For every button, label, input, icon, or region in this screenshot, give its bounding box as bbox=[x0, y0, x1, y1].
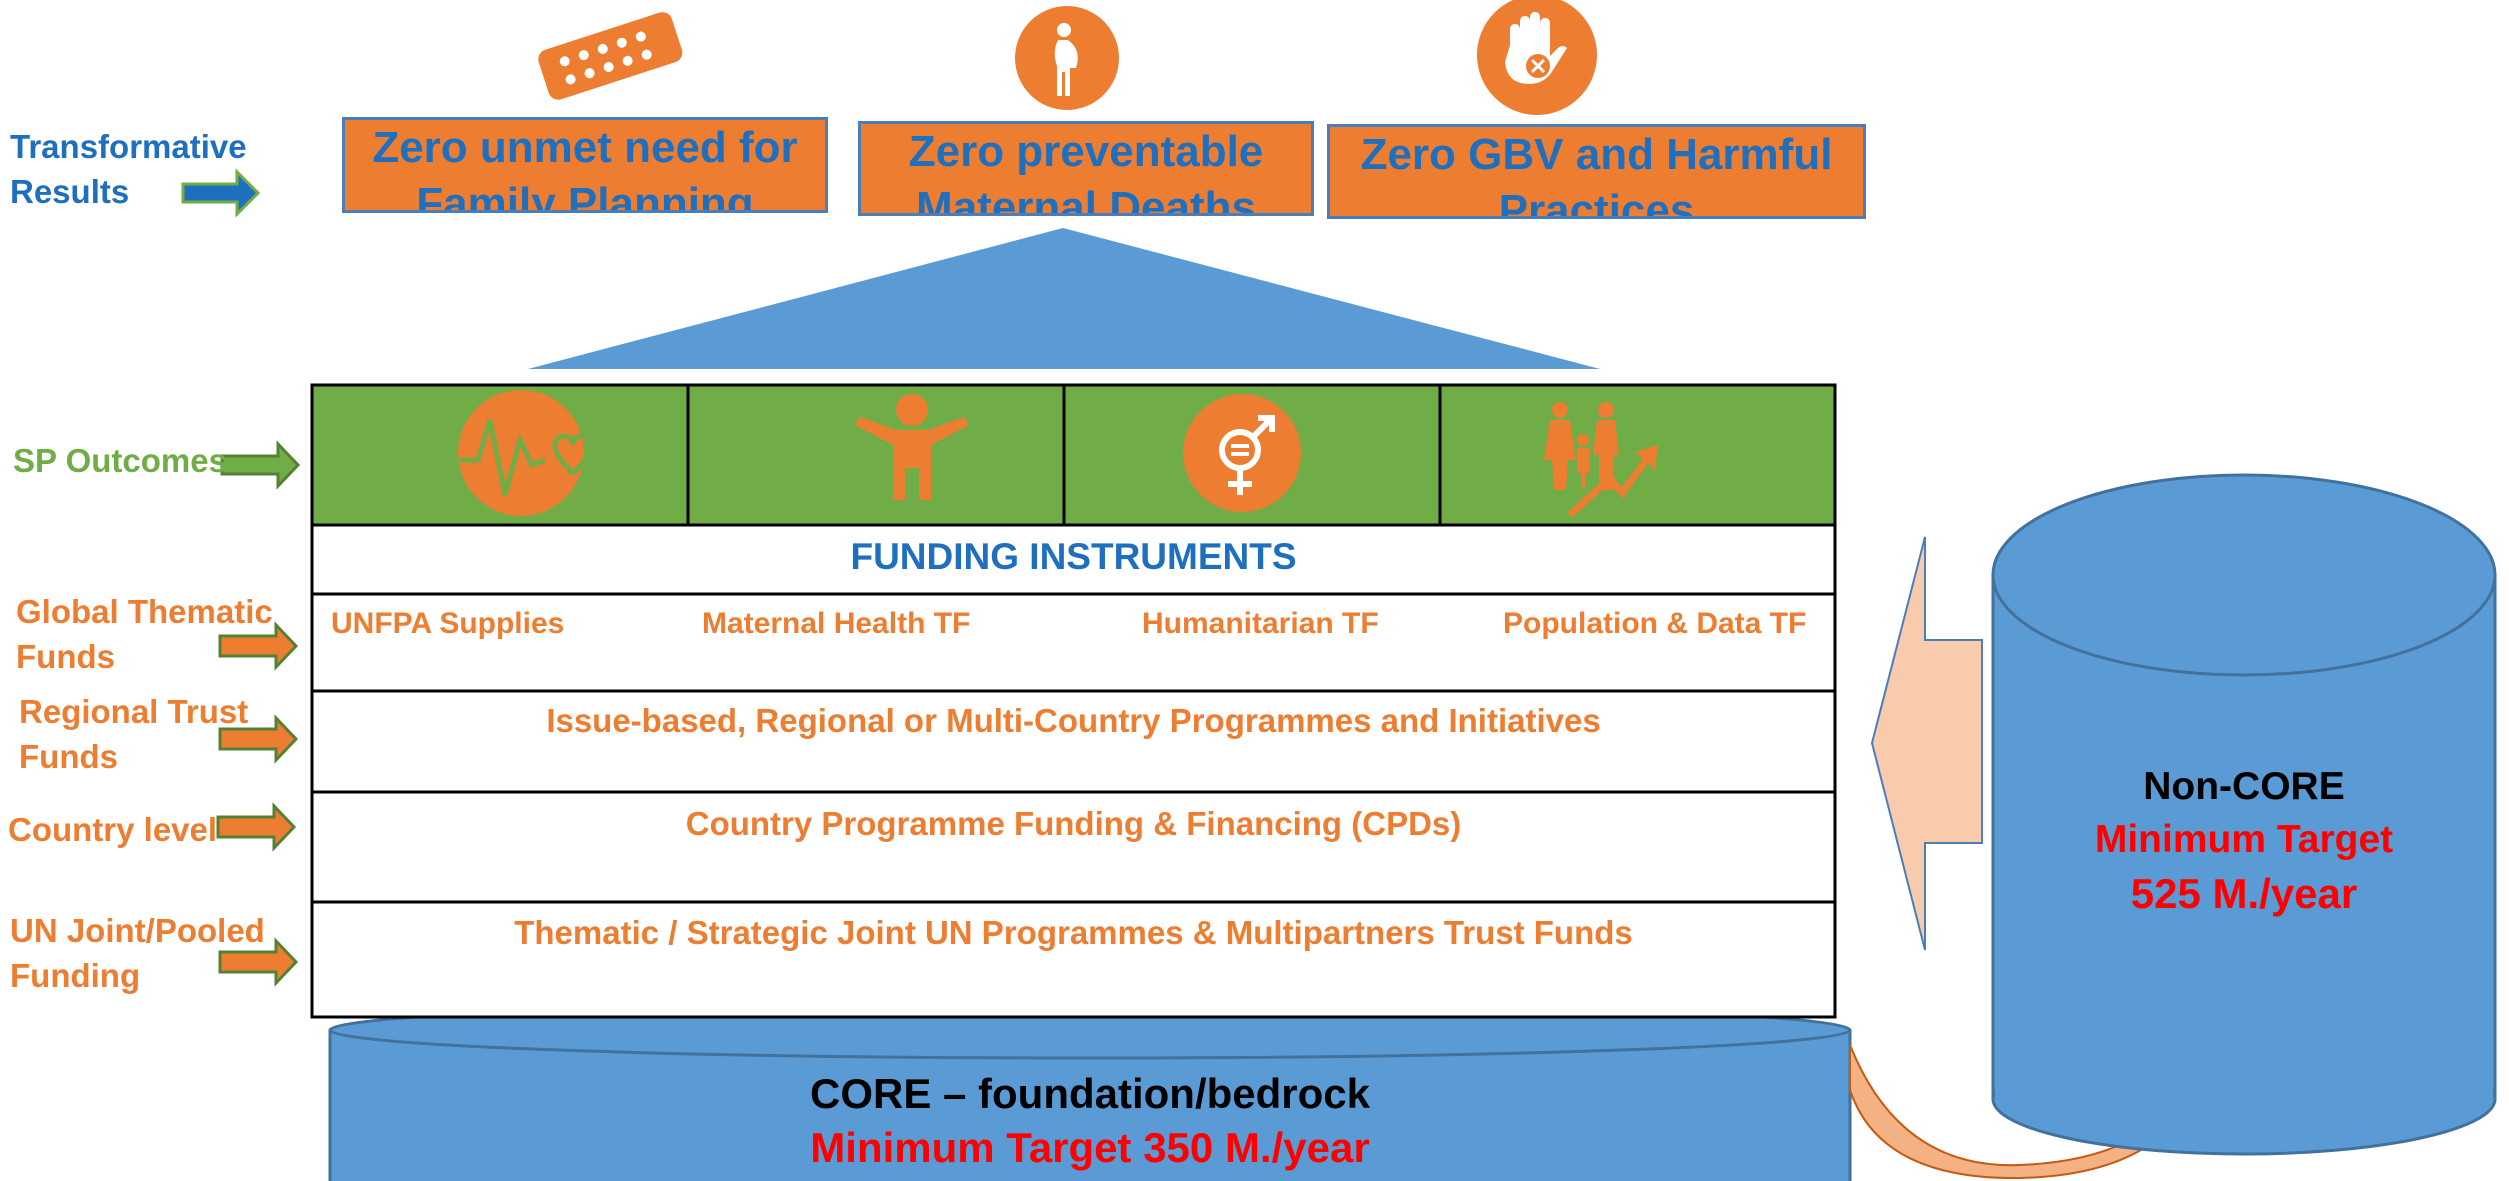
core-target: Minimum Target 350 M./year bbox=[810, 1124, 1370, 1171]
un-joint-row-text: Thematic / Strategic Joint UN Programmes… bbox=[514, 914, 1633, 951]
youth-person-icon bbox=[855, 394, 969, 500]
transformative-results-arrow bbox=[181, 168, 261, 218]
transformative-results-label: Transformative Results bbox=[10, 128, 247, 210]
stop-hand-icon bbox=[1477, 0, 1597, 115]
sp-outcomes-arrow bbox=[220, 440, 301, 490]
fund-unfpa-supplies: UNFPA Supplies bbox=[331, 607, 565, 640]
heartbeat-icon bbox=[458, 390, 594, 516]
country-level-label: Country level bbox=[8, 811, 218, 848]
result-maternal-deaths: Zero preventable Maternal Deaths bbox=[858, 121, 1314, 216]
regional-row-text: Issue-based, Regional or Multi-Country P… bbox=[546, 702, 1601, 739]
country-level-arrow bbox=[216, 802, 297, 852]
core-title: CORE – foundation/bedrock bbox=[809, 1070, 1371, 1117]
sp-outcomes-label: SP Outcomes bbox=[13, 442, 227, 479]
result-gbv-practices: Zero GBV and Harmful Practices bbox=[1327, 124, 1866, 219]
non-core-cylinder bbox=[1991, 473, 2497, 1156]
non-core-inflow-arrow bbox=[1870, 536, 1983, 951]
regional-trust-funds-label: Regional Trust Funds bbox=[19, 693, 249, 775]
un-joint-arrow bbox=[218, 937, 299, 987]
country-row-text: Country Programme Funding & Financing (C… bbox=[685, 805, 1462, 842]
global-thematic-arrow bbox=[218, 621, 299, 671]
fund-population-data: Population & Data TF bbox=[1503, 607, 1807, 640]
population-growth-icon bbox=[1544, 402, 1658, 518]
fund-humanitarian: Humanitarian TF bbox=[1142, 607, 1379, 640]
non-core-title: Non-CORE bbox=[2143, 765, 2345, 808]
global-thematic-funds-label: Global Thematic Funds bbox=[16, 593, 273, 675]
non-core-target-label: Minimum Target bbox=[2094, 818, 2394, 861]
result-family-planning: Zero unmet need for Family Planning bbox=[342, 117, 828, 213]
contraceptive-pills-icon bbox=[538, 12, 683, 100]
pregnant-woman-icon bbox=[1015, 6, 1119, 110]
funding-instruments-title: FUNDING INSTRUMENTS bbox=[850, 536, 1297, 577]
regional-trust-arrow bbox=[218, 714, 299, 764]
fund-maternal-health: Maternal Health TF bbox=[702, 607, 971, 640]
roof-triangle bbox=[528, 228, 1600, 369]
un-joint-pooled-label: UN Joint/Pooled Funding bbox=[10, 912, 265, 994]
gender-equality-icon bbox=[1183, 394, 1301, 512]
non-core-target-value: 525 M./year bbox=[2130, 870, 2358, 917]
